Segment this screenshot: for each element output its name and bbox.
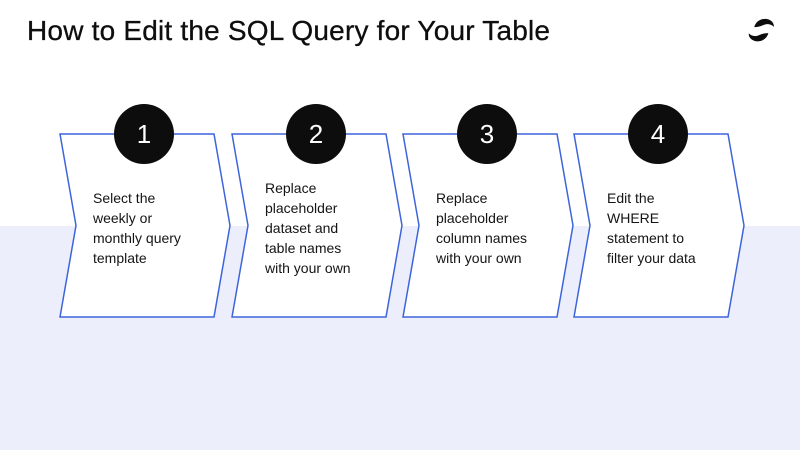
step-number-badge: 1 — [114, 104, 174, 164]
step-3: 3 Replace placeholder column names with … — [402, 104, 574, 318]
chevron-shape — [59, 133, 231, 318]
brand-swirl-logo-icon — [748, 18, 774, 42]
step-1: 1 Select the weekly or monthly query tem… — [59, 104, 231, 318]
step-2: 2 Replace placeholder dataset and table … — [231, 104, 403, 318]
chevron-shape — [573, 133, 745, 318]
step-description: Edit the WHERE statement to filter your … — [607, 189, 696, 266]
step-number: 3 — [479, 119, 495, 149]
step-description: Replace placeholder column names with yo… — [436, 189, 528, 266]
chevron-shape — [402, 133, 574, 318]
step-number: 4 — [650, 119, 666, 149]
chevron-shape — [231, 133, 403, 318]
step-number-badge: 2 — [286, 104, 346, 164]
step-number-badge: 4 — [628, 104, 688, 164]
step-4: 4 Edit the WHERE statement to filter you… — [573, 104, 745, 318]
step-number-badge: 3 — [457, 104, 517, 164]
step-description: Select the weekly or monthly query templ… — [93, 189, 181, 266]
step-number: 2 — [308, 119, 324, 149]
step-description: Replace placeholder dataset and table na… — [265, 179, 351, 276]
page-title: How to Edit the SQL Query for Your Table — [27, 15, 551, 46]
step-number: 1 — [136, 119, 152, 149]
